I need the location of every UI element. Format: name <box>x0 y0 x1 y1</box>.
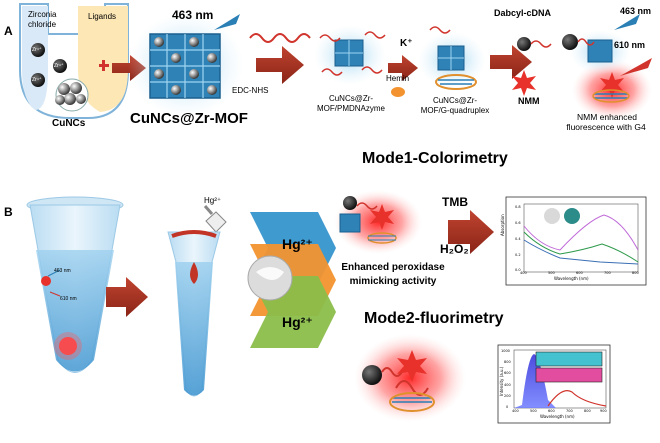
fl-ytick-0: 0 <box>506 405 509 409</box>
fl-xtick-1: 500 <box>530 409 537 413</box>
uv-xlabel: Wavelength (nm) <box>554 276 589 281</box>
arrow-b1 <box>106 277 148 317</box>
fl-ytick-1: 200 <box>504 394 511 398</box>
zr-ion-2 <box>53 59 67 73</box>
uv-xtick-4: 800 <box>632 271 639 275</box>
uv-chart <box>505 196 647 286</box>
hemin-dot <box>391 87 405 97</box>
fl-curve-red <box>547 390 607 407</box>
emission-label: 610 nm <box>614 40 646 50</box>
gquad-label-1: CuNCs@Zr- <box>432 96 478 105</box>
uv-xtick-3: 700 <box>604 271 611 275</box>
panel-a-label: A <box>4 24 13 38</box>
mof-cube <box>128 13 244 117</box>
nmm-result-2: fluorescence with G4 <box>566 122 646 132</box>
fl-curve-blue <box>514 354 556 408</box>
gquad-complex <box>418 26 486 90</box>
uv-ytick-4: 0.8 <box>515 205 521 209</box>
fl-xtick-4: 800 <box>584 409 591 413</box>
hemin-label: Hemin <box>386 74 410 83</box>
mode1-complex <box>334 190 422 254</box>
panel-b-label: B <box>4 205 13 219</box>
uv-xtick-1: 500 <box>548 271 555 275</box>
peroxidase-label-1: Enhanced peroxidase <box>341 262 445 273</box>
arrow-a4 <box>490 45 532 79</box>
dropper[interactable] <box>203 205 227 233</box>
uv-xtick-2: 600 <box>576 271 583 275</box>
zirconia-label-2: chloride <box>28 20 57 29</box>
sample-tube-large <box>26 196 124 373</box>
fl-inset-cyan <box>535 351 603 367</box>
uv-curve-green <box>523 231 639 263</box>
uv-ytick-2: 0.4 <box>515 237 521 241</box>
fl-ytick-3: 600 <box>504 371 511 375</box>
zirconia-label-1: Zirconia <box>28 10 57 19</box>
dabcyl-quencher <box>517 37 531 51</box>
zr-ion-label-2: Zr⁴⁺ <box>54 63 64 69</box>
nmm-star <box>512 70 536 96</box>
hg-big-2: Hg²⁺ <box>282 314 313 330</box>
uv-ytick-1: 0.2 <box>515 253 521 257</box>
fluorescent-complex <box>562 14 652 120</box>
uv-curve-blank <box>523 239 639 265</box>
mode2-complex <box>354 334 466 422</box>
fl-inset-pink <box>535 367 603 383</box>
fl-xtick-2: 600 <box>548 409 555 413</box>
mof-label: CuNCs@Zr-MOF <box>130 110 248 127</box>
fl-ytick-5: 1000 <box>501 349 510 353</box>
h2o2-label: H₂O₂ <box>440 242 469 256</box>
peroxidase-label-2: mimicking activity <box>349 276 437 287</box>
arrow-a2 <box>256 46 304 84</box>
cuncs-cluster <box>55 78 89 112</box>
arrow-b2 <box>448 210 494 254</box>
fl-chart <box>497 344 611 424</box>
sample-tube-small <box>167 230 221 397</box>
excitation-label: 463 nm <box>172 8 214 22</box>
fl-ytick-4: 800 <box>504 360 511 364</box>
uv-xtick-0: 400 <box>520 271 527 275</box>
hg-drop <box>190 262 198 284</box>
fl-xtick-3: 700 <box>566 409 573 413</box>
potassium-label: K⁺ <box>400 38 413 49</box>
tmb-label: TMB <box>442 195 468 209</box>
coupling-label: EDC-NHS <box>232 86 269 95</box>
zr-ion-label-1: Zr⁴⁺ <box>32 47 42 53</box>
fl-ytick-2: 400 <box>504 383 511 387</box>
pmdnazyme-strand <box>249 33 311 43</box>
uv-curve-purple <box>523 214 639 251</box>
pmdnazyme-label-1: CuNCs@Zr- <box>328 94 374 103</box>
mode1-title: Mode1-Colorimetry <box>362 150 508 167</box>
tube-em-label: 610 nm <box>60 296 77 302</box>
ligands-label: Ligands <box>88 12 117 21</box>
tube-exc-label: 463 nm <box>54 268 71 274</box>
mode2-title: Mode2-fluorimetry <box>364 310 504 327</box>
pmdnazyme-complex <box>314 25 386 85</box>
hg-dropper-label: Hg²⁺ <box>204 196 222 205</box>
excitation-right-label: 463 nm <box>620 6 652 16</box>
hg-big-1: Hg²⁺ <box>282 236 313 252</box>
gquad-label-2: MOF/G-quadruplex <box>420 106 490 115</box>
nmm-label: NMM <box>518 96 540 106</box>
uv-ytick-0: 0.0 <box>515 268 521 272</box>
zr-ion-1 <box>31 43 45 57</box>
cuncs-label: CuNCs <box>52 118 86 129</box>
uv-ylabel: Absorption <box>500 214 505 236</box>
arrow-a3 <box>388 55 418 81</box>
fl-xlabel: Wavelength (nm) <box>540 414 575 419</box>
zr-ion-label-3: Zr⁴⁺ <box>32 77 42 83</box>
fl-xtick-5: 900 <box>600 409 607 413</box>
fl-xtick-0: 400 <box>512 409 519 413</box>
pmdnazyme-label-2: MOF/PMDNAzyme <box>317 104 385 113</box>
uv-ytick-3: 0.6 <box>515 221 521 225</box>
hg-chevron <box>247 212 336 348</box>
reagent-vials <box>19 3 129 119</box>
zr-ion-3 <box>31 73 45 87</box>
dabcyl-label: Dabcyl-cDNA <box>494 8 552 18</box>
nmm-result-1: NMM enhanced <box>576 112 637 122</box>
